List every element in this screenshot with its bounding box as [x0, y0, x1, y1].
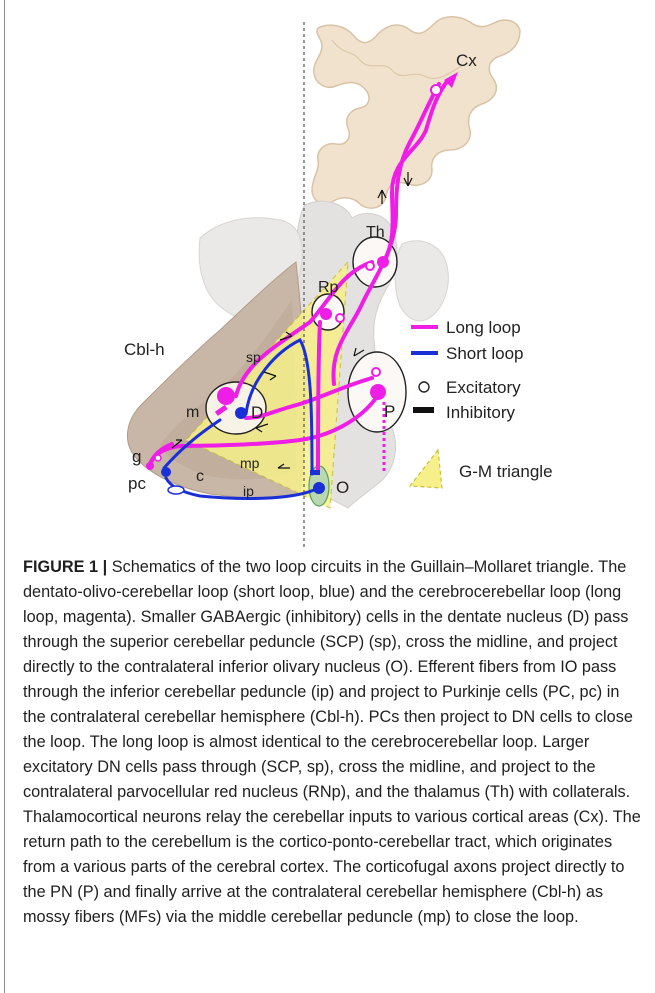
- long-loop-pons-descending: [318, 322, 320, 470]
- brainstem-right: [395, 241, 448, 321]
- label-cx: Cx: [456, 51, 477, 70]
- label-cbl-h: Cbl-h: [124, 340, 165, 359]
- red-nucleus-synapse: [336, 314, 344, 322]
- legend-inhibitory-swatch: [413, 407, 434, 413]
- cerebral-cortex: [312, 17, 520, 208]
- pontine-cell: [370, 384, 386, 400]
- thalamus-synapse: [366, 262, 374, 270]
- legend-long-loop-label: Long loop: [446, 318, 521, 337]
- figure-caption: FIGURE 1 | Schematics of the two loop ci…: [23, 555, 643, 930]
- legend-triangle-label: G-M triangle: [459, 462, 553, 481]
- caption-label: FIGURE 1 |: [23, 558, 107, 576]
- thalamus-cell: [377, 256, 389, 268]
- label-pc: pc: [128, 474, 146, 493]
- legend-short-loop-label: Short loop: [446, 344, 524, 363]
- label-o: O: [336, 478, 349, 497]
- cortex-cell: [431, 85, 441, 95]
- label-sp: sp: [246, 349, 261, 365]
- label-rp: Rp: [318, 279, 339, 296]
- pc-synapse: [168, 486, 184, 494]
- olive-cell: [313, 482, 325, 494]
- g-cell-1: [146, 462, 154, 470]
- loop-circuit-diagram: Cx Th Rp Cbl-h sp m D P g pc c mp ip O L…: [0, 0, 655, 550]
- label-th: Th: [366, 224, 385, 241]
- caption-text: Schematics of the two loop circuits in t…: [23, 558, 641, 926]
- legend-inhibitory-label: Inhibitory: [446, 403, 515, 422]
- label-p: P: [384, 402, 395, 421]
- legend-triangle-swatch: [410, 450, 442, 488]
- dentate-excitatory-cell: [217, 387, 235, 405]
- g-cell-2: [155, 455, 161, 461]
- legend: Long loop Short loop Excitatory Inhibito…: [410, 318, 553, 488]
- label-d: D: [251, 403, 263, 422]
- olive-inhibitory-synapse: [310, 470, 320, 475]
- label-g: g: [132, 447, 141, 466]
- legend-excitatory-swatch: [419, 382, 429, 392]
- label-m: m: [186, 404, 199, 421]
- label-mp: mp: [240, 455, 260, 471]
- pontine-synapse: [372, 368, 380, 376]
- label-c: c: [196, 468, 204, 485]
- red-nucleus-cell: [320, 308, 332, 320]
- pc-cell: [161, 467, 171, 477]
- legend-excitatory-label: Excitatory: [446, 378, 521, 397]
- dentate-inhibitory-cell: [235, 407, 247, 419]
- label-ip: ip: [243, 483, 254, 499]
